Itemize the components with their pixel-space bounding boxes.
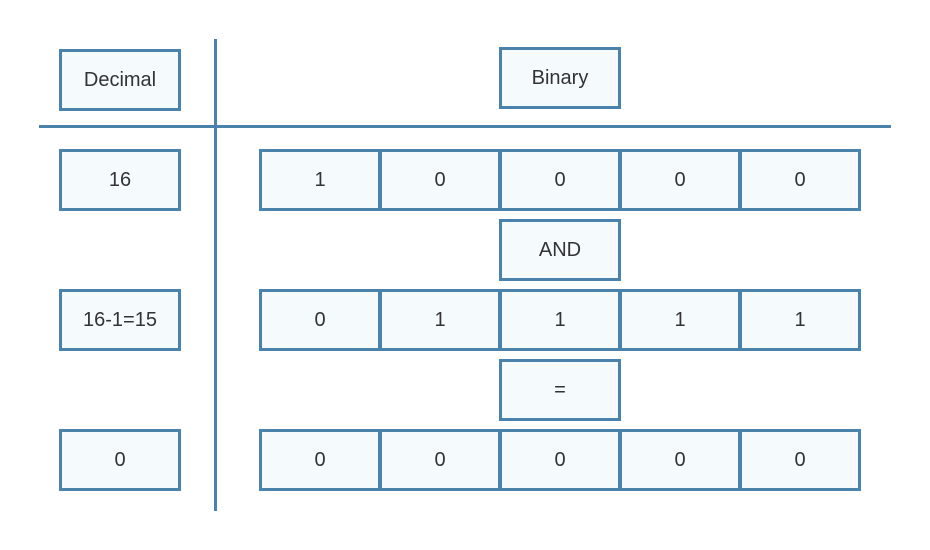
bit-cell: 0 [379,429,501,491]
bit-cell: 0 [619,429,741,491]
bit-cell: 0 [259,429,381,491]
and-operator: AND [499,219,621,281]
bit-cell: 0 [739,149,861,211]
equals-operator: = [499,359,621,421]
decimal-value-15: 16-1=15 [59,289,181,351]
bit-cell: 1 [619,289,741,351]
decimal-value-0: 0 [59,429,181,491]
bit-cell: 0 [379,149,501,211]
decimal-value-16: 16 [59,149,181,211]
header-divider [39,125,891,128]
bit-cell: 0 [259,289,381,351]
binary-header: Binary [499,47,621,109]
bit-cell: 0 [619,149,741,211]
bit-cell: 0 [499,429,621,491]
bit-cell: 0 [499,149,621,211]
bit-cell: 1 [379,289,501,351]
decimal-header: Decimal [59,49,181,111]
bit-cell: 1 [739,289,861,351]
bit-cell: 1 [499,289,621,351]
column-divider [214,39,217,511]
bit-cell: 1 [259,149,381,211]
bit-cell: 0 [739,429,861,491]
